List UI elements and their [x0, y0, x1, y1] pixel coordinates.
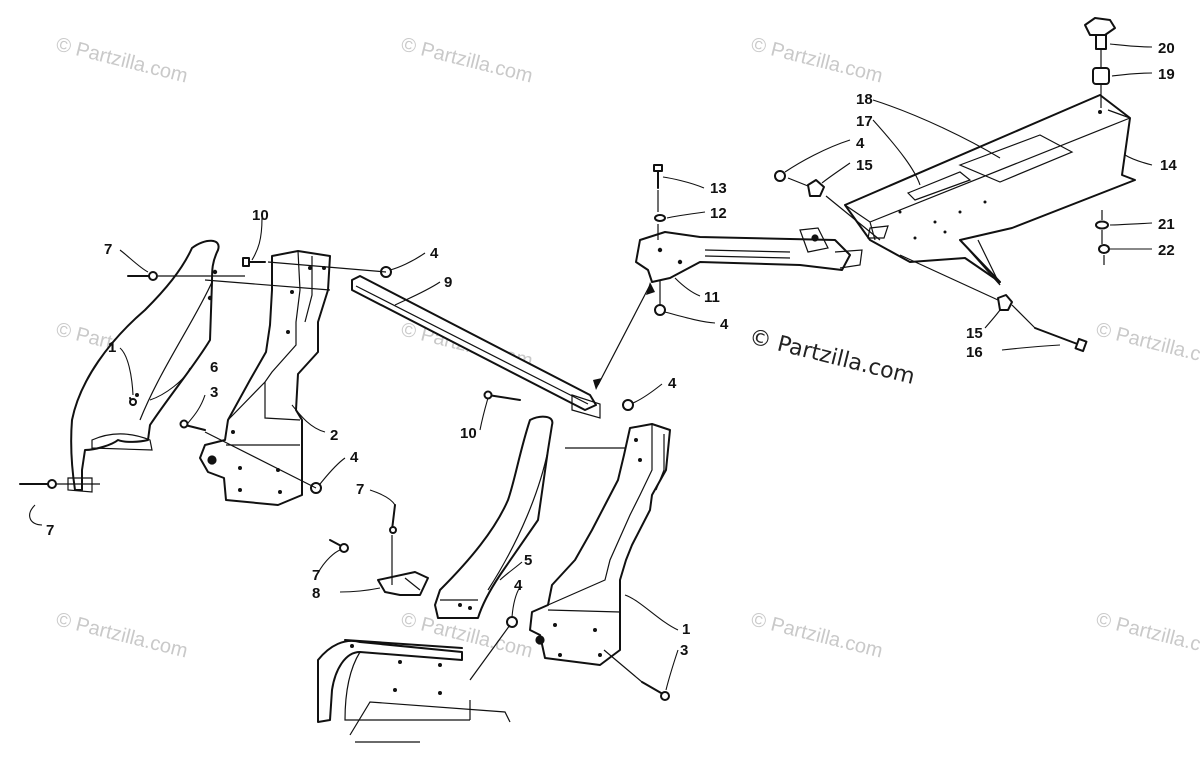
watermark: © Partzilla.com	[749, 34, 885, 88]
callout-7: 7	[104, 241, 112, 258]
callout-19: 19	[1158, 66, 1175, 83]
callout-10: 10	[460, 425, 477, 442]
callout-8: 8	[312, 585, 320, 602]
watermark-main: © Partzilla.com	[747, 325, 918, 390]
callout-5: 5	[524, 552, 532, 569]
alignment-lines	[56, 50, 1105, 683]
callout-10: 10	[252, 207, 269, 224]
part-14-mount	[844, 94, 1136, 286]
callout-7: 7	[356, 481, 364, 498]
callout-15: 15	[856, 157, 873, 174]
base-frame	[317, 639, 511, 743]
callout-6: 6	[210, 359, 218, 376]
callout-17: 17	[856, 113, 873, 130]
callout-7: 7	[312, 567, 320, 584]
part-8-clip	[377, 571, 429, 596]
part-5-brace	[434, 415, 554, 619]
callout-7: 7	[46, 522, 54, 539]
callout-3: 3	[680, 642, 688, 659]
watermark: © Partzilla.com	[54, 609, 190, 663]
callout-21: 21	[1158, 216, 1175, 233]
hardware	[19, 164, 1110, 701]
callout-4: 4	[430, 245, 439, 262]
callout-14: 14	[1160, 157, 1177, 174]
watermark: © Partzilla.com	[1094, 609, 1200, 663]
leader-lines	[29, 43, 1153, 691]
callout-13: 13	[710, 180, 727, 197]
callout-4: 4	[514, 577, 523, 594]
callout-3: 3	[210, 384, 218, 401]
callout-1: 1	[682, 621, 690, 638]
part-6-brace	[67, 239, 220, 493]
callout-2: 2	[330, 427, 338, 444]
watermark: © Partzilla.com	[749, 609, 885, 663]
part-2-bracket	[199, 250, 331, 506]
callout-9: 9	[444, 274, 452, 291]
watermark: © Partzilla.com	[1094, 319, 1200, 373]
callout-20: 20	[1158, 40, 1175, 57]
callout-16: 16	[966, 344, 983, 361]
callout-15: 15	[966, 325, 983, 342]
callout-4: 4	[668, 375, 677, 392]
part-20-knob	[1084, 17, 1116, 50]
callout-4: 4	[720, 316, 729, 333]
watermark: © Partzilla.com	[54, 34, 190, 88]
callout-11: 11	[704, 289, 720, 306]
part-1-bracket	[529, 423, 671, 666]
callout-4: 4	[856, 135, 865, 152]
callout-labels: 7 7 10 4 9 1 6 3 2 4 7 7 8 5 4 10 4 1 3 …	[46, 40, 1177, 659]
part-19-spacer	[1092, 67, 1110, 85]
part-11-bracket	[635, 227, 863, 283]
callout-1: 1	[108, 339, 116, 356]
callout-18: 18	[856, 91, 873, 108]
callout-12: 12	[710, 205, 727, 222]
callout-4: 4	[350, 449, 359, 466]
part-9-crossbar	[351, 275, 601, 419]
callout-22: 22	[1158, 242, 1175, 259]
watermark: © Partzilla.com	[399, 34, 535, 88]
